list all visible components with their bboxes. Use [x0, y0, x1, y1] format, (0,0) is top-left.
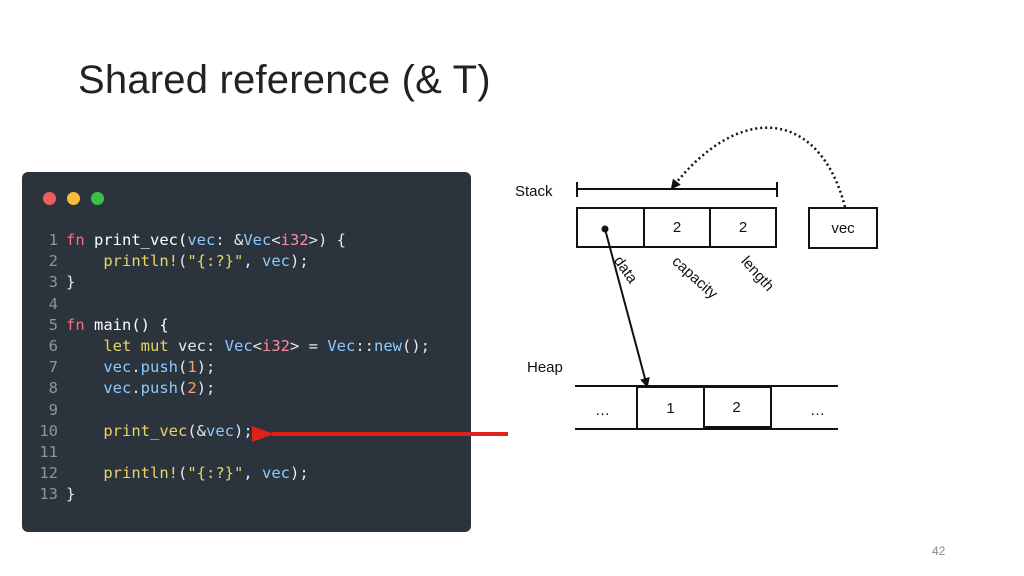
stack-cell-length: 2 [709, 207, 777, 248]
line-number: 6 [48, 336, 58, 355]
code-token: (& [187, 421, 206, 440]
maximize-dot-icon [91, 192, 104, 205]
code-token: , [243, 252, 262, 271]
code-token: ); [196, 379, 216, 398]
slide-number: 42 [932, 544, 946, 558]
code-token: ( [178, 358, 188, 377]
code-token: new [374, 336, 402, 355]
code-token: vec [103, 379, 132, 398]
line-number: 13 [39, 485, 58, 504]
code-line: 7 vec.push(1); [22, 357, 430, 378]
code-line: 13} [22, 484, 430, 505]
line-number: 2 [48, 252, 58, 271]
code-token: println! [103, 464, 178, 483]
code-line: 1 fn print_vec(vec: &Vec<i32>) { [22, 230, 430, 251]
code-token: main() { [94, 315, 169, 334]
code-line: 5 fn main() { [22, 315, 430, 336]
code-line: 9 [22, 400, 430, 421]
code-token: . [131, 379, 141, 398]
code-line: 2 println!("{:?}", vec); [22, 251, 430, 272]
line-number: 5 [48, 315, 58, 334]
data-pointer-arrow [604, 228, 650, 388]
code-line: 10 print_vec(&vec); [22, 421, 430, 442]
code-token: ); [234, 421, 253, 440]
code-token: ); [290, 464, 309, 483]
code-token: . [131, 358, 141, 377]
code-token: let mut [103, 336, 178, 355]
reference-arrow [670, 126, 847, 208]
heap-cell-ellipsis-left: … [595, 402, 610, 419]
code-token: Vec [327, 336, 356, 355]
code-token: i32 [262, 336, 290, 355]
minimize-dot-icon [67, 192, 80, 205]
code-token: i32 [280, 231, 309, 249]
code-line: 11 [22, 442, 430, 463]
code-token: Vec [224, 336, 253, 355]
heap-label: Heap [527, 359, 563, 376]
code-token: print_vec [103, 421, 188, 440]
code-token: fn [66, 231, 94, 249]
code-token: "{:?}" [187, 464, 244, 483]
code-token: > = [290, 336, 328, 355]
code-token: print_vec( [94, 231, 188, 249]
line-number: 10 [39, 421, 58, 440]
code-token: vec [187, 231, 216, 249]
code-token: vec [103, 358, 132, 377]
code-line: 4 [22, 294, 430, 315]
code-line: 6 let mut vec: Vec<i32> = Vec::new(); [22, 336, 430, 357]
line-number: 4 [48, 294, 58, 313]
stack-frame-bracket [576, 182, 778, 197]
code-token: } [66, 273, 76, 292]
code-token: "{:?}" [187, 252, 244, 271]
heap-cell-ellipsis-right: … [810, 402, 825, 419]
code-token: >) { [308, 231, 346, 249]
code-token: } [66, 485, 76, 504]
code-token: 2 [187, 379, 197, 398]
code-token: ); [290, 252, 309, 271]
line-number: 3 [48, 273, 58, 292]
code-token: , [243, 464, 262, 483]
window-controls [43, 192, 104, 205]
code-token: ( [178, 379, 188, 398]
code-token: :: [355, 336, 374, 355]
code-line: 8 vec.push(2); [22, 378, 430, 399]
line-number: 8 [48, 379, 58, 398]
code-token: : & [215, 231, 244, 249]
stack-label: Stack [515, 183, 553, 200]
close-dot-icon [43, 192, 56, 205]
code-line: 3} [22, 272, 430, 293]
code-token: Vec [243, 231, 272, 249]
code-token: vec [262, 252, 290, 271]
code-token: < [252, 336, 262, 355]
vec-variable-box: vec [808, 207, 878, 249]
code-token: fn [66, 315, 94, 334]
code-line: 12 println!("{:?}", vec); [22, 463, 430, 484]
code-token: vec [262, 464, 290, 483]
code-token: 1 [187, 358, 197, 377]
code-token: ); [196, 358, 216, 377]
slide-title: Shared reference (& T) [78, 58, 491, 102]
code-token: < [271, 231, 281, 249]
code-token: ( [177, 464, 188, 483]
code-token: vec [206, 421, 234, 440]
code-token: push [140, 379, 178, 398]
code-token: ( [177, 252, 188, 271]
line-number: 12 [39, 464, 58, 483]
code-token: push [140, 358, 178, 377]
code-token: vec: [177, 336, 225, 355]
code-token: (); [402, 336, 430, 355]
line-number: 11 [39, 442, 58, 461]
code-token: println! [103, 252, 178, 271]
line-number: 7 [48, 358, 58, 377]
line-number: 1 [48, 231, 58, 249]
line-number: 9 [48, 400, 58, 419]
